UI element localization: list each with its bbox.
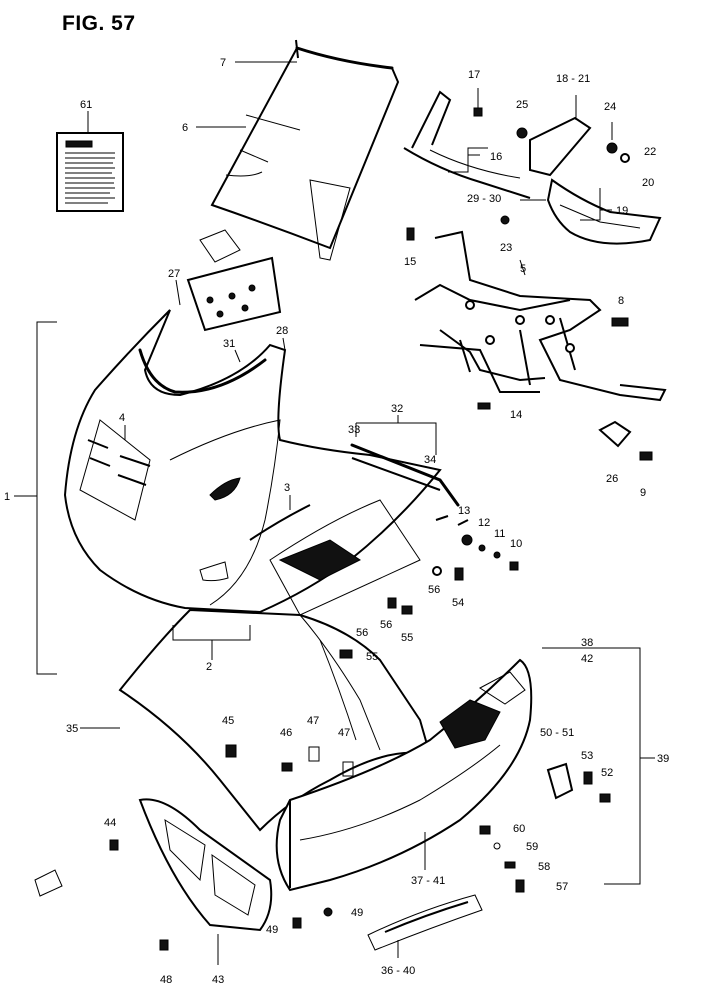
callout-56a: 56 xyxy=(428,584,440,596)
callout-14: 14 xyxy=(510,409,522,421)
callout-54: 54 xyxy=(452,597,464,609)
callout-34: 34 xyxy=(424,454,436,466)
callout-3: 3 xyxy=(284,482,290,494)
callout-57: 57 xyxy=(556,881,568,893)
callout-17: 17 xyxy=(468,69,480,81)
callout-49b: 49 xyxy=(266,924,278,936)
callout-13: 13 xyxy=(458,505,470,517)
callout-11: 11 xyxy=(494,528,505,540)
callout-46: 46 xyxy=(280,727,292,739)
callout-52: 52 xyxy=(601,767,613,779)
callout-5: 5 xyxy=(520,263,526,275)
callout-38: 38 xyxy=(581,637,593,649)
callout-42: 42 xyxy=(581,653,593,665)
callout-50-51: 50 - 51 xyxy=(540,727,574,739)
callout-28: 28 xyxy=(276,325,288,337)
callout-56c: 56 xyxy=(356,627,368,639)
callout-1: 1 xyxy=(4,491,10,503)
callout-4: 4 xyxy=(119,412,125,424)
warning-label-part xyxy=(56,111,124,212)
callout-49a: 49 xyxy=(351,907,363,919)
callout-44: 44 xyxy=(104,817,116,829)
meter-bracket-part xyxy=(186,179,351,332)
callout-53: 53 xyxy=(581,750,593,762)
callout-43: 43 xyxy=(212,974,224,986)
callout-39: 39 xyxy=(657,753,669,765)
callout-18-21: 18 - 21 xyxy=(556,73,590,85)
callout-47a: 47 xyxy=(307,715,319,727)
callout-56b: 56 xyxy=(380,619,392,631)
callout-15: 15 xyxy=(404,256,416,268)
callout-22: 22 xyxy=(644,146,656,158)
callout-58: 58 xyxy=(538,861,550,873)
callout-35: 35 xyxy=(66,723,78,735)
callout-59: 59 xyxy=(526,841,538,853)
callout-20: 20 xyxy=(642,177,654,189)
mirror-assembly-part xyxy=(403,90,662,245)
callout-55b: 55 xyxy=(366,651,378,663)
lower-side-cowling-part xyxy=(275,658,533,892)
emblem-part xyxy=(34,869,483,951)
callout-10: 10 xyxy=(510,538,522,550)
callout-25: 25 xyxy=(516,99,528,111)
wind-deflector-part xyxy=(269,443,519,616)
callout-47b: 47 xyxy=(338,727,350,739)
callout-7: 7 xyxy=(220,57,226,69)
callout-2: 2 xyxy=(206,661,212,673)
callout-32: 32 xyxy=(391,403,403,415)
fasteners-top xyxy=(406,88,653,461)
windscreen-part xyxy=(210,39,400,250)
callout-6: 6 xyxy=(182,122,188,134)
callout-labels: 7 6 61 17 18 - 21 25 24 16 22 20 29 - 30… xyxy=(4,57,669,986)
callout-8: 8 xyxy=(618,295,624,307)
callout-16: 16 xyxy=(490,151,502,163)
callout-23: 23 xyxy=(500,242,512,254)
callout-26: 26 xyxy=(606,473,618,485)
callout-9: 9 xyxy=(640,487,646,499)
cowling-brace-part xyxy=(414,230,667,402)
callout-48: 48 xyxy=(160,974,172,986)
callout-33: 33 xyxy=(348,424,360,436)
callout-12: 12 xyxy=(478,517,490,529)
callout-31: 31 xyxy=(223,338,235,350)
upper-cowling-part xyxy=(63,309,442,614)
callout-27: 27 xyxy=(168,268,180,280)
callout-55a: 55 xyxy=(401,632,413,644)
callout-19: 19 xyxy=(616,205,628,217)
callout-29-30: 29 - 30 xyxy=(467,193,501,205)
callout-61: 61 xyxy=(80,99,92,111)
callout-24: 24 xyxy=(604,101,616,113)
callout-36-40: 36 - 40 xyxy=(381,965,415,977)
lower-bracket-part xyxy=(138,798,273,932)
leader-lines xyxy=(14,61,655,965)
callout-45: 45 xyxy=(222,715,234,727)
callout-60: 60 xyxy=(513,823,525,835)
fasteners-lower xyxy=(109,597,611,951)
callout-37-41: 37 - 41 xyxy=(411,875,445,887)
figure-title: FIG. 57 xyxy=(62,12,136,35)
